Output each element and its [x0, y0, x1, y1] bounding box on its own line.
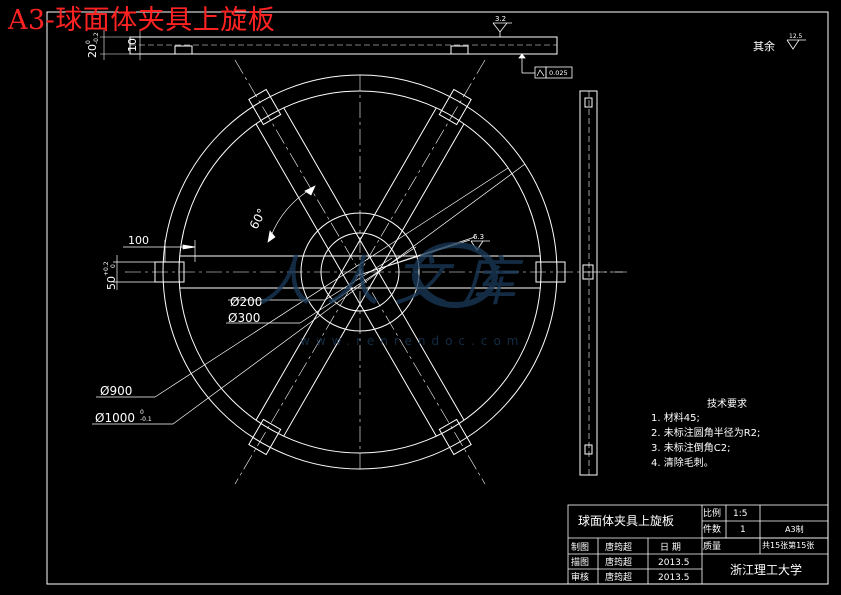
dim-d1000-tol-lower: -0.1 — [140, 416, 152, 423]
tb-school: 浙江理工大学 — [730, 562, 802, 577]
thickness-tol-lower: -0.2 — [93, 32, 100, 44]
right-section-view — [579, 90, 625, 476]
dim-50 — [113, 255, 155, 290]
tb-row2-name: 唐筠超 — [605, 556, 632, 568]
dim-d1000-label: Ø1000 — [95, 411, 135, 425]
tech-item-2: 2. 未标注圆角半径为R2; — [651, 426, 760, 439]
tech-item-1: 1. 材料45; — [651, 411, 700, 424]
dim-50-tol-lower: 0 — [110, 264, 117, 268]
front-view — [125, 59, 630, 485]
document-title: A3-球面体夹具上旋板 — [8, 5, 276, 36]
tech-item-4: 4. 清除毛刺。 — [651, 456, 714, 469]
tb-mass-label: 质量 — [703, 540, 721, 552]
dim-d1000-tol-upper: 0 — [140, 409, 144, 416]
tb-qty-value: 1 — [740, 525, 746, 535]
watermark-url: www.renrendoc.com — [300, 334, 524, 348]
watermark: 人人文库 www.renrendoc.com — [258, 242, 524, 348]
roughness-rest-value: 12.5 — [789, 33, 803, 40]
roughness-hole-value: 6.3 — [473, 233, 484, 241]
tb-format: A3制 — [785, 524, 804, 534]
dim-100 — [123, 240, 196, 262]
tb-row1-name: 唐筠超 — [605, 541, 632, 553]
tb-row3-label: 审核 — [571, 571, 589, 583]
roughness-rest-symbol — [786, 39, 806, 50]
tb-qty-label: 件数 — [703, 523, 721, 535]
angle-60-label: 60° — [247, 206, 269, 231]
thickness-tol-upper: 0 — [85, 40, 92, 44]
top-section-view — [100, 30, 558, 60]
tb-row1-date: 日 期 — [660, 542, 681, 553]
roughness-top-value: 3.2 — [495, 15, 506, 23]
dim-d200-label: Ø200 — [230, 295, 262, 309]
dim-d900-label: Ø900 — [100, 384, 132, 398]
dim-50-tol-upper: +0.2 — [103, 261, 110, 276]
tb-sheets: 共15张第15张 — [762, 540, 814, 550]
tb-scale-value: 1:5 — [733, 509, 747, 519]
dim-50-label: 50 — [105, 276, 118, 290]
tb-row3-name: 唐筠超 — [605, 571, 632, 583]
thickness-dim-label: 20 — [86, 44, 99, 58]
tech-heading: 技术要求 — [707, 397, 747, 410]
angle-60-arc — [267, 185, 316, 243]
dim-d300-label: Ø300 — [228, 311, 260, 325]
step-dim-label: 10 — [126, 38, 139, 52]
tb-row2-date: 2013.5 — [658, 558, 690, 568]
drawing-frame — [46, 11, 829, 585]
flatness-value: 0.025 — [549, 69, 568, 77]
flatness-callout — [518, 53, 573, 79]
tb-row2-label: 描图 — [571, 556, 589, 568]
tb-row1-label: 制图 — [571, 541, 589, 553]
tb-part-name: 球面体夹具上旋板 — [578, 514, 674, 528]
title-block — [567, 504, 829, 585]
tech-item-3: 3. 未标注倒角C2; — [651, 441, 730, 454]
tb-row3-date: 2013.5 — [658, 573, 690, 583]
tb-scale-label: 比例 — [703, 507, 721, 519]
roughness-rest-label: 其余 — [753, 39, 775, 53]
dim-100-label: 100 — [128, 234, 149, 247]
roughness-symbol-top — [492, 22, 512, 37]
